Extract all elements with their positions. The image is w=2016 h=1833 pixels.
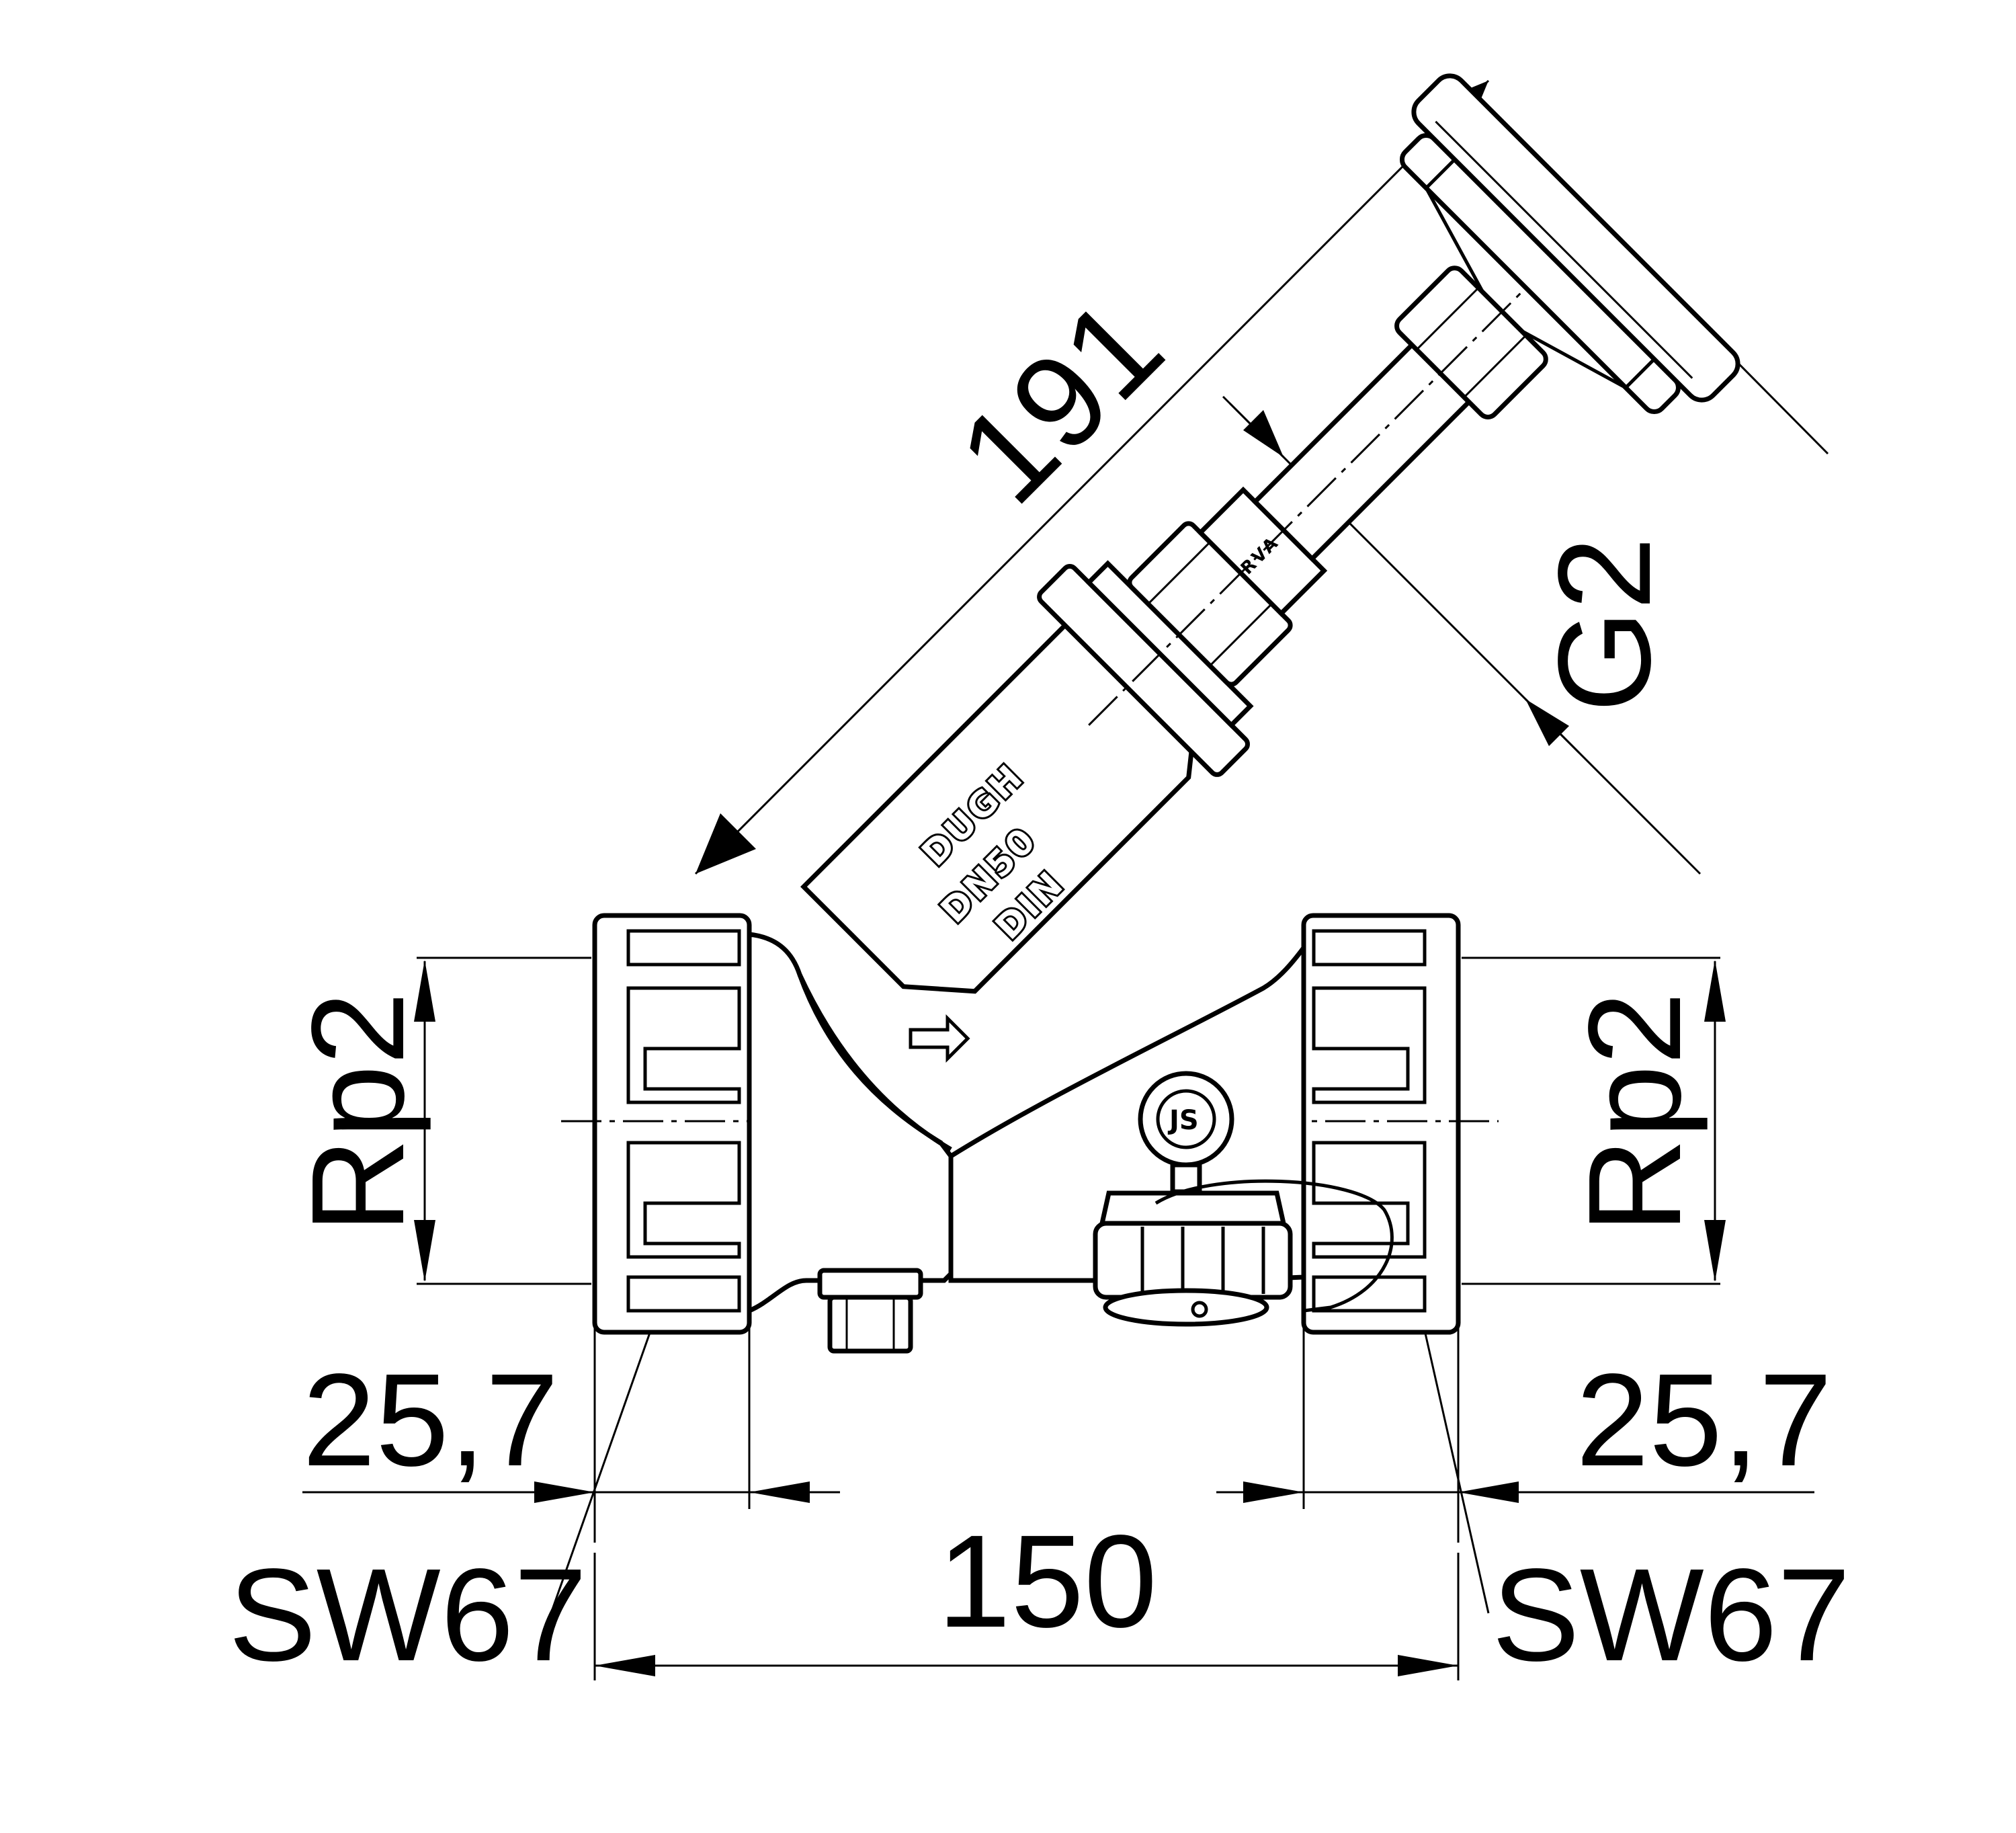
- dimension-25-7-left: 25,7: [302, 1307, 840, 1543]
- dimension-25-7-right: 25,7: [1216, 1307, 1832, 1543]
- flow-direction-arrow: [909, 1014, 970, 1063]
- dimension-rp2-left: Rp2: [284, 956, 591, 1285]
- dimension-25-7-left-label: 25,7: [302, 1346, 558, 1494]
- dimension-150-label: 150: [937, 1508, 1157, 1655]
- test-port-cap: [1093, 1179, 1394, 1327]
- drain-plug: [817, 1268, 923, 1354]
- leader-sw67-right: SW67: [1393, 1196, 1851, 1688]
- dimension-g2-label: G2: [1531, 537, 1678, 712]
- bonnet: RVA DUGH DN50 DIN: [800, 73, 1740, 994]
- sw67-left-label: SW67: [228, 1541, 587, 1688]
- sw67-right-label: SW67: [1492, 1541, 1851, 1688]
- dimension-rp2-right-label: Rp2: [1561, 991, 1708, 1233]
- valve-body: [747, 932, 954, 1315]
- logo-text: JS: [1167, 1105, 1199, 1136]
- dimension-rp2-left-label: Rp2: [284, 991, 431, 1233]
- dimension-rp2-right: Rp2: [1462, 956, 1726, 1285]
- dimension-191: 191: [694, 79, 1829, 875]
- dimension-150: 150: [593, 1508, 1460, 1680]
- leader-sw67-left: SW67: [228, 1203, 697, 1688]
- dimension-191-label: 191: [931, 272, 1190, 531]
- dimension-25-7-right-label: 25,7: [1576, 1346, 1832, 1494]
- test-port-knob: JS: [1138, 1071, 1234, 1194]
